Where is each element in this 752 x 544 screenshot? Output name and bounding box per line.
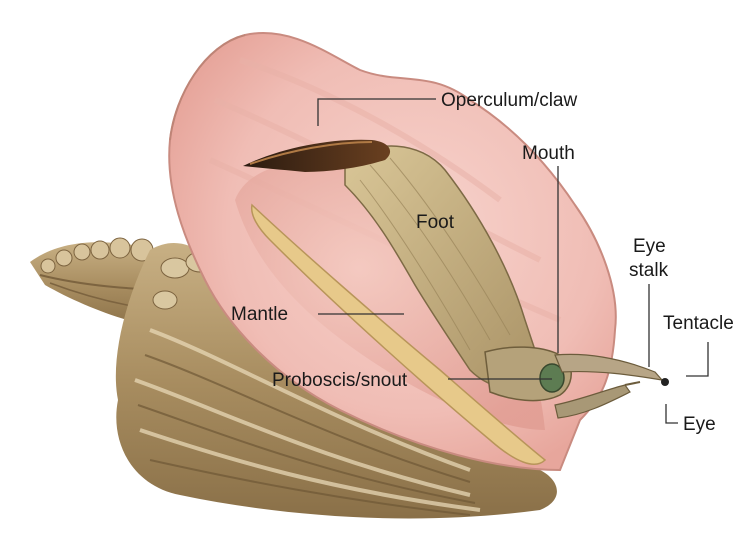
lower-stalk-tip	[625, 382, 640, 385]
label-proboscis: Proboscis/snout	[272, 370, 408, 391]
label-foot: Foot	[416, 212, 455, 233]
label-mouth: Mouth	[522, 143, 575, 164]
label-eye-stalk-line2: stalk	[629, 260, 669, 281]
label-operculum: Operculum/claw	[441, 90, 577, 111]
leader-tentacle	[686, 342, 708, 376]
label-eye: Eye	[683, 414, 716, 435]
label-mantle: Mantle	[231, 304, 288, 325]
label-tentacle: Tentacle	[663, 313, 734, 334]
label-eye-stalk-line1: Eye	[633, 236, 666, 257]
leader-eye	[666, 404, 678, 423]
